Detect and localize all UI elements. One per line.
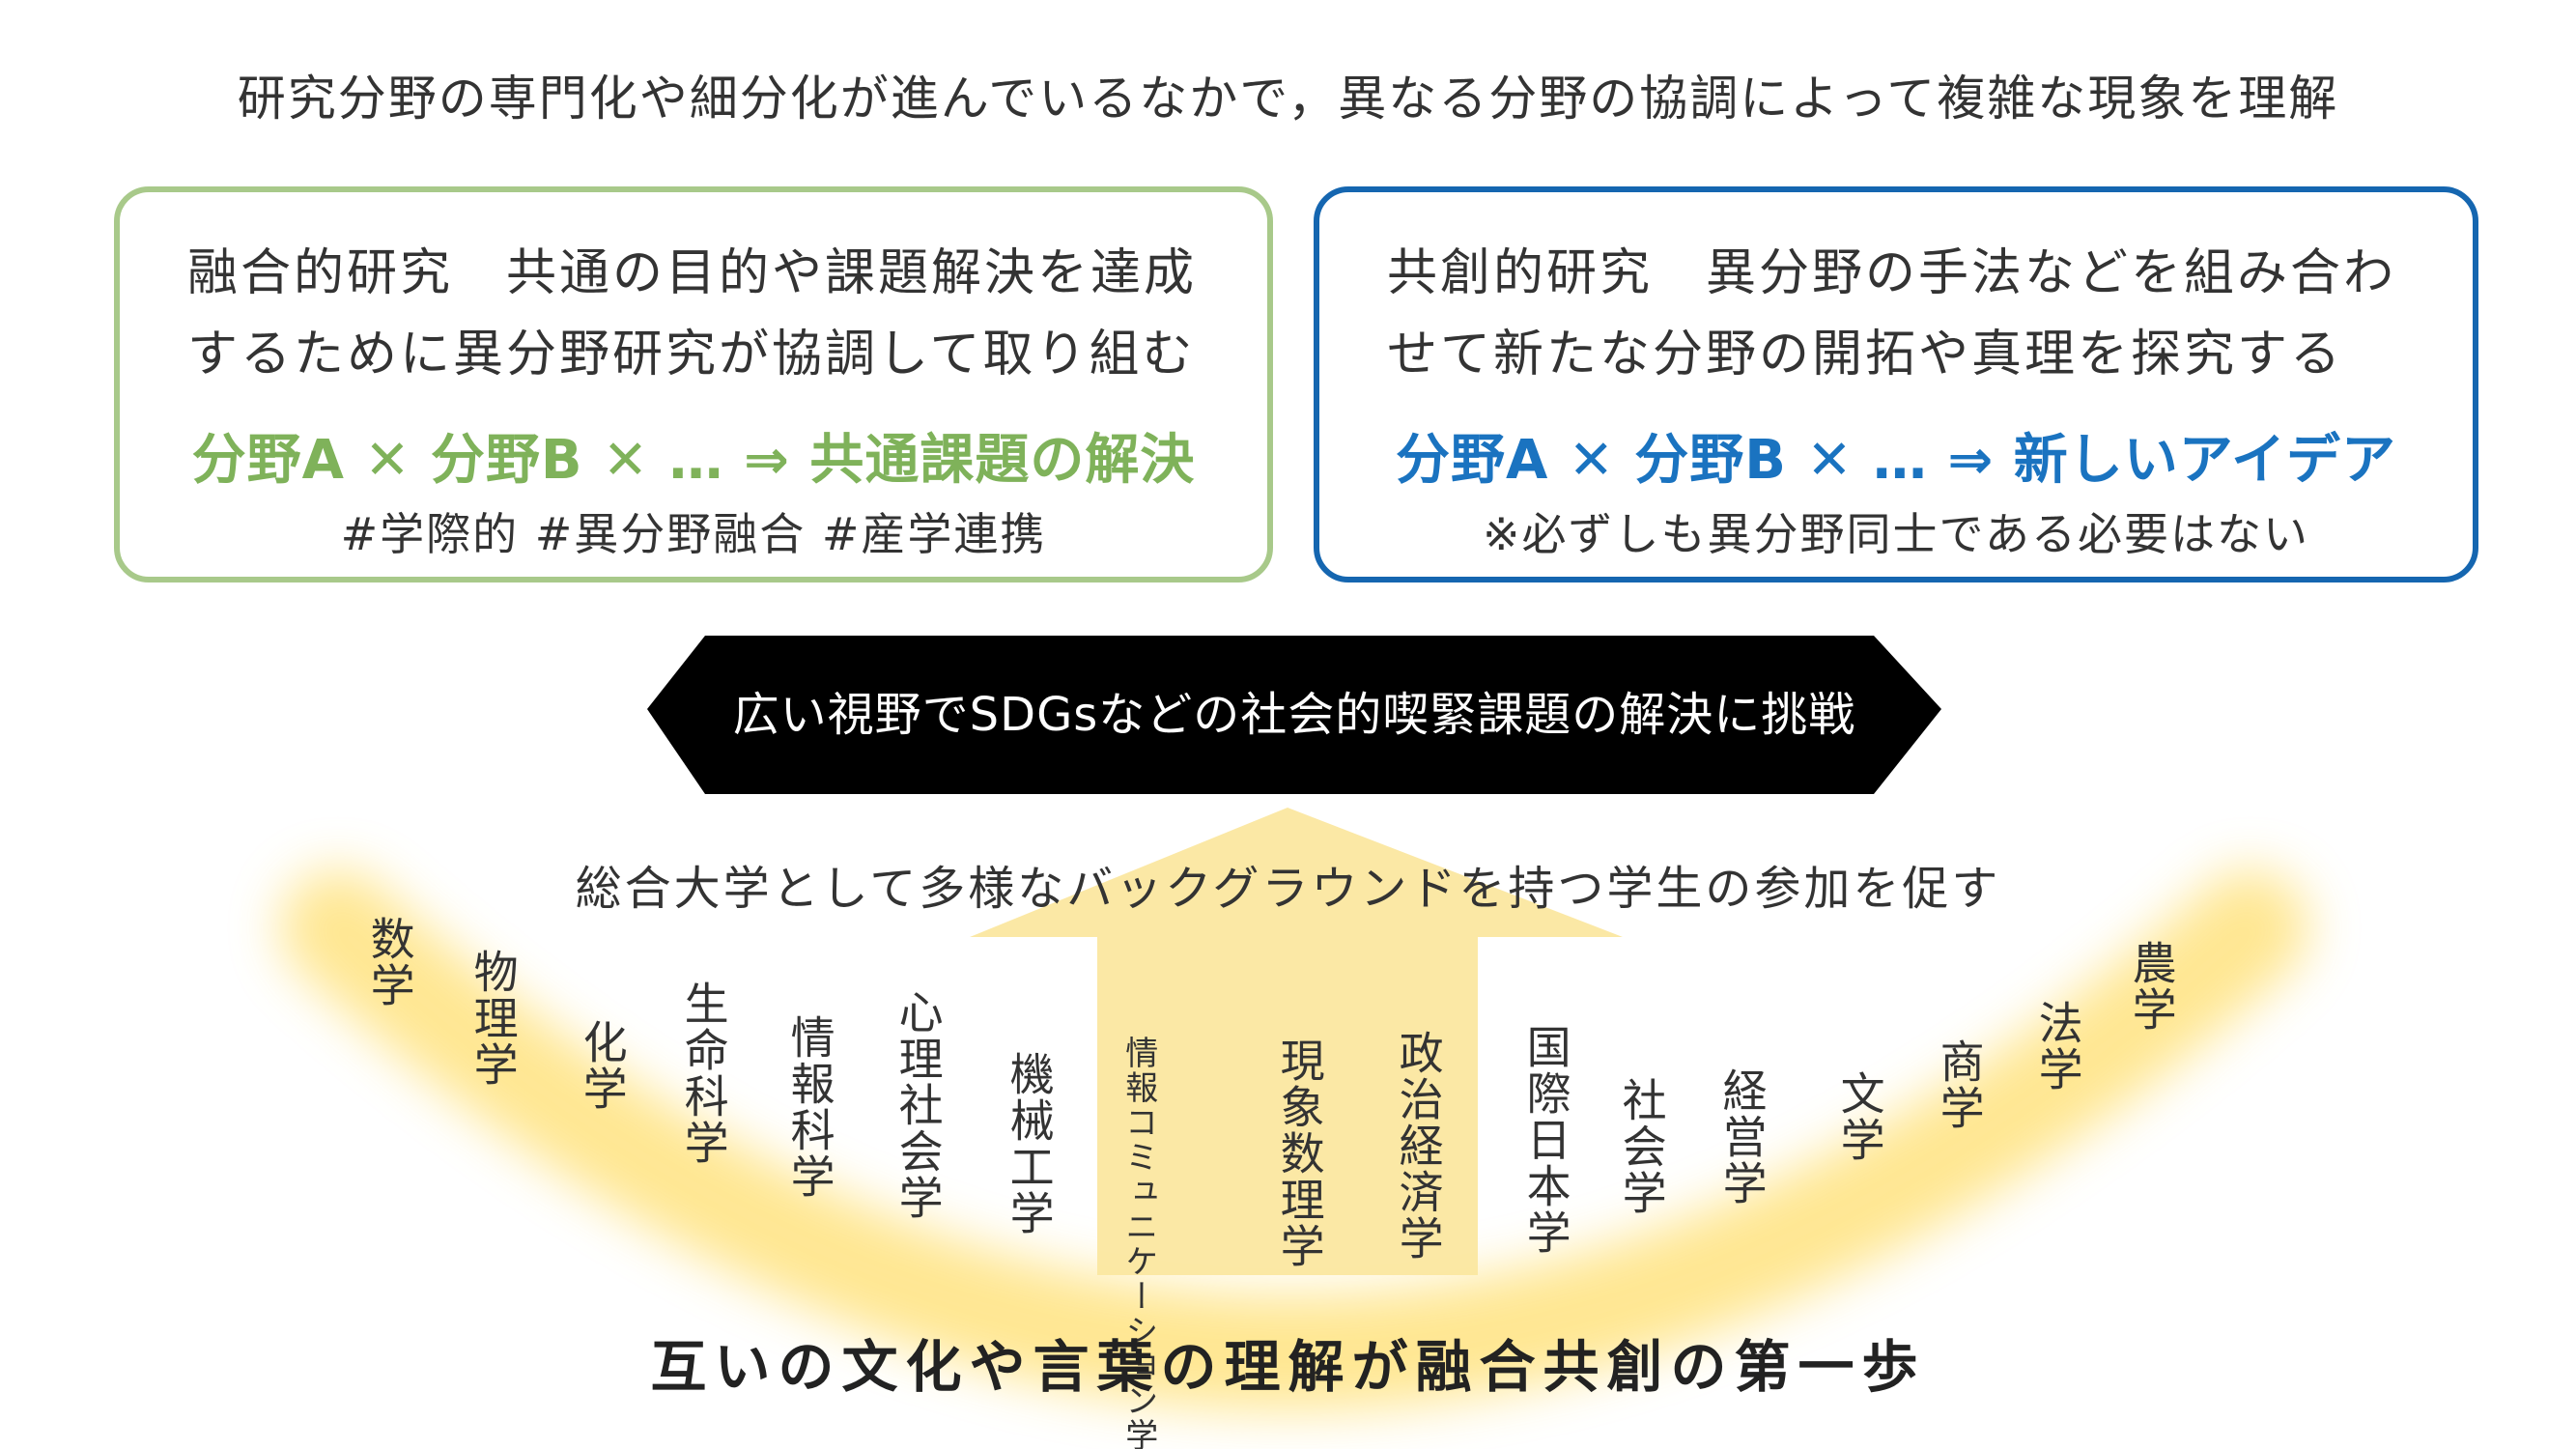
cocreation-research-box: 共創的研究 異分野の手法などを組み合わせて新たな分野の開拓や真理を探究する 分野… bbox=[1314, 186, 2478, 582]
field-label: 農学 bbox=[2125, 940, 2178, 1033]
field-label: 数学 bbox=[363, 916, 416, 1009]
field-label: 機械工学 bbox=[1003, 1051, 1056, 1236]
field-label: 物理学 bbox=[467, 949, 520, 1088]
fusion-research-box: 融合的研究 共通の目的や課題解決を達成するために異分野研究が協調して取り組む 分… bbox=[114, 186, 1273, 582]
field-label: 国際日本学 bbox=[1519, 1024, 1572, 1256]
glow-arc bbox=[280, 869, 2308, 1410]
cocreation-formula: 分野A ✕ 分野B ✕ … ⇒ 新しいアイデア bbox=[1396, 429, 2396, 492]
cocreation-description: 共創的研究 異分野の手法などを組み合わせて新たな分野の開拓や真理を探究する bbox=[1387, 244, 2397, 384]
field-label: 心理社会学 bbox=[892, 989, 945, 1221]
banner-hexagon bbox=[647, 636, 1941, 794]
fusion-tags: #学際的 #異分野融合 #産学連携 bbox=[340, 508, 1047, 560]
participation-text: 総合大学として多様なバックグラウンドを持つ学生の参加を促す bbox=[575, 862, 2001, 916]
field-label: 経営学 bbox=[1715, 1067, 1769, 1207]
field-label: 法学 bbox=[2031, 1000, 2084, 1093]
page-title: 研究分野の専門化や細分化が進んでいるなかで，異なる分野の協調によって複雑な現象を… bbox=[237, 71, 2339, 127]
cocreation-note: ※必ずしも異分野同士である必要はない bbox=[1482, 508, 2310, 560]
field-label: 化学 bbox=[576, 1019, 629, 1112]
field-label: 現象数理学 bbox=[1273, 1037, 1326, 1269]
fusion-formula: 分野A ✕ 分野B ✕ … ⇒ 共通課題の解決 bbox=[191, 429, 1196, 492]
field-label: 生命科学 bbox=[677, 980, 730, 1166]
footer-title: 互いの文化や言葉の理解が融合共創の第一歩 bbox=[650, 1334, 1926, 1400]
field-label: 商学 bbox=[1933, 1038, 1986, 1131]
banner-text: 広い視野でSDGsなどの社会的喫緊課題の解決に挑戦 bbox=[732, 688, 1856, 742]
fusion-description: 融合的研究 共通の目的や課題解決を達成するために異分野研究が協調して取り組む bbox=[187, 244, 1198, 384]
upward-arrow bbox=[970, 808, 1623, 1275]
field-label: 情報科学 bbox=[783, 1014, 836, 1200]
field-label: 政治経済学 bbox=[1392, 1030, 1445, 1262]
field-label: 文学 bbox=[1833, 1070, 1886, 1163]
field-label: 情報コミュニケーション学 bbox=[1118, 1036, 1158, 1449]
field-label: 社会学 bbox=[1615, 1077, 1668, 1216]
